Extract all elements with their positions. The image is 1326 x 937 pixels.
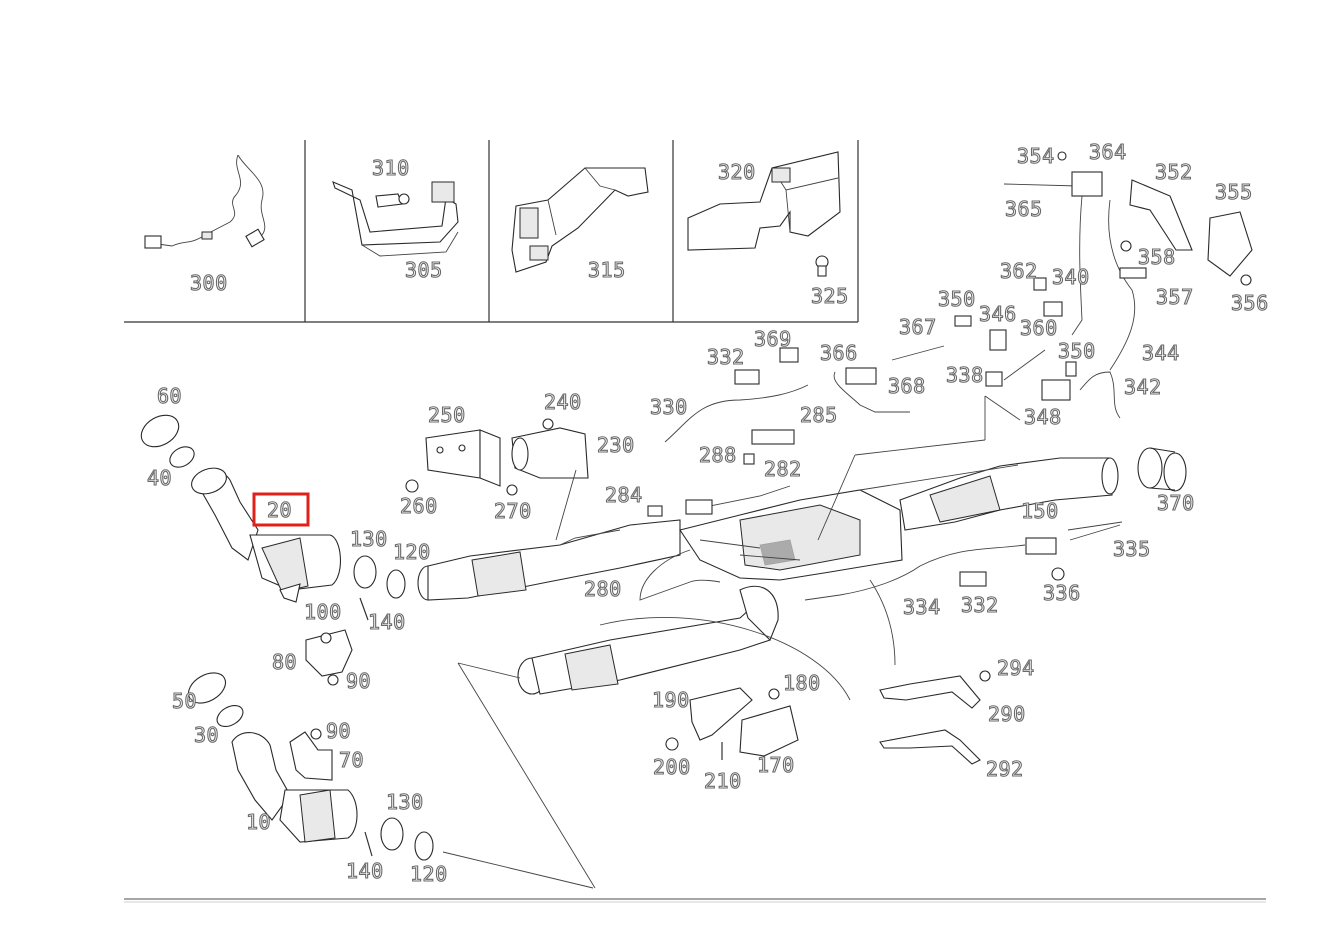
hanger-170[interactable] bbox=[665, 687, 799, 760]
part-label-180[interactable]: 180 bbox=[782, 670, 821, 695]
small-components[interactable] bbox=[647, 151, 1253, 587]
part-label-358[interactable]: 358 bbox=[1137, 244, 1176, 269]
part-label-120-top[interactable]: 120 bbox=[392, 539, 431, 564]
part-label-364[interactable]: 364 bbox=[1088, 139, 1127, 164]
part-label-325[interactable]: 325 bbox=[810, 283, 849, 308]
hanger-bracket-250[interactable] bbox=[405, 429, 518, 496]
lower-pipe[interactable] bbox=[517, 585, 779, 695]
part-label-332-top[interactable]: 332 bbox=[706, 344, 745, 369]
part-labels: 300 310 305 315 320 325 354 364 352 355 … bbox=[146, 139, 1269, 886]
part-label-365[interactable]: 365 bbox=[1004, 196, 1043, 221]
part-label-10[interactable]: 10 bbox=[245, 809, 271, 834]
part-label-284[interactable]: 284 bbox=[604, 482, 643, 507]
sensor-wiring[interactable] bbox=[639, 183, 1136, 601]
part-label-367[interactable]: 367 bbox=[898, 314, 937, 339]
bracket-290[interactable] bbox=[879, 670, 991, 765]
part-label-90-bottom[interactable]: 90 bbox=[325, 718, 351, 743]
part-label-342[interactable]: 342 bbox=[1123, 374, 1162, 399]
bracket-80[interactable] bbox=[305, 629, 353, 686]
part-label-120-bottom[interactable]: 120 bbox=[409, 861, 448, 886]
part-label-260[interactable]: 260 bbox=[399, 493, 438, 518]
part-label-346[interactable]: 346 bbox=[978, 301, 1017, 326]
part-label-250[interactable]: 250 bbox=[427, 402, 466, 427]
part-label-30[interactable]: 30 bbox=[193, 722, 219, 747]
part-label-348[interactable]: 348 bbox=[1023, 404, 1062, 429]
part-label-335[interactable]: 335 bbox=[1112, 536, 1151, 561]
part-label-100[interactable]: 100 bbox=[303, 599, 342, 624]
part-label-344[interactable]: 344 bbox=[1141, 340, 1180, 365]
part-label-366[interactable]: 366 bbox=[819, 340, 858, 365]
front-pipe[interactable] bbox=[417, 519, 681, 601]
leader-lines bbox=[442, 395, 1021, 889]
part-label-362[interactable]: 362 bbox=[999, 258, 1038, 283]
part-label-355[interactable]: 355 bbox=[1214, 179, 1253, 204]
part-label-294[interactable]: 294 bbox=[996, 655, 1035, 680]
part-label-369[interactable]: 369 bbox=[753, 326, 792, 351]
part-label-200[interactable]: 200 bbox=[652, 754, 691, 779]
part-label-210[interactable]: 210 bbox=[703, 768, 742, 793]
bracket-70[interactable] bbox=[289, 728, 333, 781]
inset-panels bbox=[124, 140, 859, 323]
part-label-280[interactable]: 280 bbox=[583, 576, 622, 601]
part-label-230[interactable]: 230 bbox=[596, 432, 635, 457]
part-label-60[interactable]: 60 bbox=[156, 383, 182, 408]
catalytic-converter-20[interactable] bbox=[136, 409, 342, 603]
part-label-70[interactable]: 70 bbox=[338, 747, 364, 772]
part-label-240[interactable]: 240 bbox=[543, 389, 582, 414]
catalytic-converter-10[interactable] bbox=[183, 667, 358, 843]
part-label-350-mid[interactable]: 350 bbox=[1057, 338, 1096, 363]
highlight-box-part-20 bbox=[252, 492, 310, 527]
part-label-50[interactable]: 50 bbox=[171, 688, 197, 713]
part-label-285[interactable]: 285 bbox=[799, 402, 838, 427]
part-label-370[interactable]: 370 bbox=[1156, 490, 1195, 515]
part-label-292[interactable]: 292 bbox=[985, 756, 1024, 781]
sensor-bracket-305[interactable] bbox=[332, 181, 459, 257]
part-label-354[interactable]: 354 bbox=[1016, 143, 1055, 168]
part-label-330[interactable]: 330 bbox=[649, 394, 688, 419]
part-label-150[interactable]: 150 bbox=[1020, 498, 1059, 523]
part-label-360[interactable]: 360 bbox=[1019, 315, 1058, 340]
part-label-270[interactable]: 270 bbox=[493, 498, 532, 523]
part-label-282[interactable]: 282 bbox=[763, 456, 802, 481]
muffler-assembly[interactable] bbox=[679, 489, 903, 581]
part-label-80[interactable]: 80 bbox=[271, 649, 297, 674]
heat-shield-bracket-320[interactable] bbox=[687, 151, 841, 277]
mounting-bracket-315[interactable] bbox=[511, 167, 649, 273]
part-label-290[interactable]: 290 bbox=[987, 701, 1026, 726]
part-label-130-top[interactable]: 130 bbox=[349, 526, 388, 551]
part-label-90-top[interactable]: 90 bbox=[345, 668, 371, 693]
part-label-350-top[interactable]: 350 bbox=[937, 286, 976, 311]
part-label-288[interactable]: 288 bbox=[698, 442, 737, 467]
part-label-40[interactable]: 40 bbox=[146, 465, 172, 490]
part-label-305[interactable]: 305 bbox=[404, 257, 443, 282]
part-label-340[interactable]: 340 bbox=[1051, 264, 1090, 289]
hanger-230[interactable] bbox=[511, 418, 589, 479]
part-label-190[interactable]: 190 bbox=[651, 687, 690, 712]
clamp-370[interactable] bbox=[1137, 447, 1187, 492]
part-label-300[interactable]: 300 bbox=[189, 270, 228, 295]
part-label-315[interactable]: 315 bbox=[587, 257, 626, 282]
part-label-368[interactable]: 368 bbox=[887, 373, 926, 398]
part-label-20[interactable]: 20 bbox=[266, 497, 292, 522]
clamp-130[interactable] bbox=[353, 555, 434, 861]
oxygen-sensor-cable-300[interactable] bbox=[144, 154, 266, 249]
tailpipe-150[interactable] bbox=[899, 457, 1119, 531]
part-label-170[interactable]: 170 bbox=[756, 752, 795, 777]
part-label-140-top[interactable]: 140 bbox=[367, 609, 406, 634]
part-label-140-bottom[interactable]: 140 bbox=[345, 858, 384, 883]
part-label-320[interactable]: 320 bbox=[717, 159, 756, 184]
part-label-334[interactable]: 334 bbox=[902, 594, 941, 619]
part-label-336[interactable]: 336 bbox=[1042, 580, 1081, 605]
part-label-356[interactable]: 356 bbox=[1230, 290, 1269, 315]
part-label-338[interactable]: 338 bbox=[945, 362, 984, 387]
part-label-310[interactable]: 310 bbox=[371, 155, 410, 180]
part-label-332-bottom[interactable]: 332 bbox=[960, 592, 999, 617]
part-label-352[interactable]: 352 bbox=[1154, 159, 1193, 184]
part-label-130-bottom[interactable]: 130 bbox=[385, 789, 424, 814]
part-label-357[interactable]: 357 bbox=[1155, 284, 1194, 309]
